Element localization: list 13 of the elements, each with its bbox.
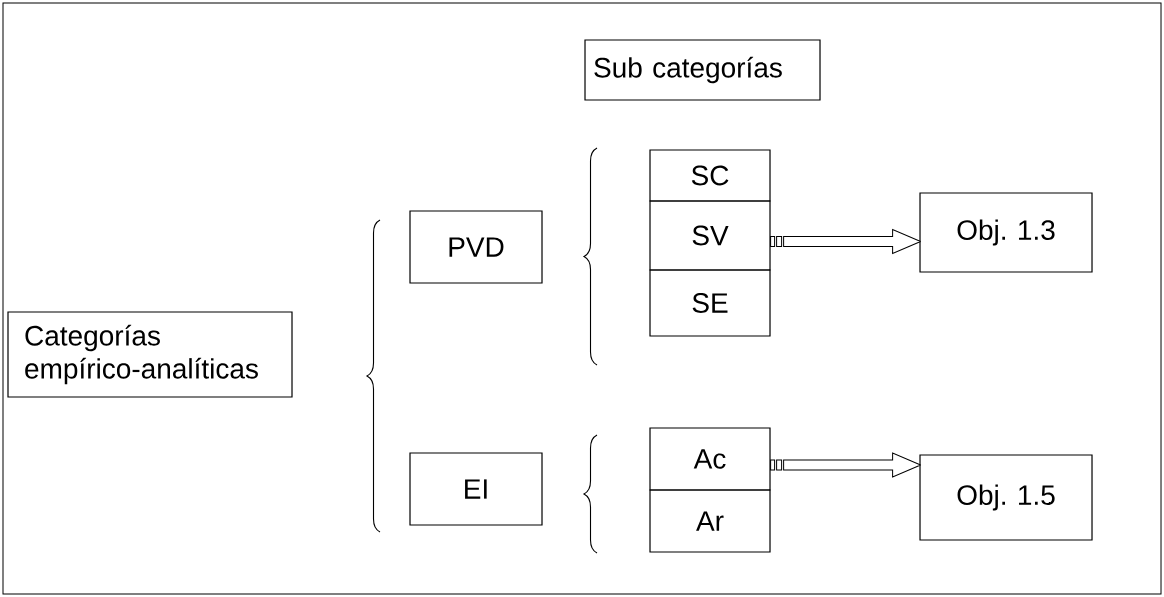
- label-box: Ar: [649, 489, 771, 553]
- label-box: PVD: [409, 210, 543, 284]
- block-arrow: [770, 229, 922, 254]
- label-box: Ac: [649, 427, 771, 491]
- label-box: SE: [649, 269, 771, 337]
- objective-box: Obj. 1.3: [919, 192, 1093, 273]
- objective-box: Obj. 1.5: [919, 454, 1093, 541]
- label-box: EI: [409, 452, 543, 526]
- label-box: SV: [649, 200, 771, 271]
- heading-box: Sub categorías: [584, 39, 821, 101]
- block-arrow: [770, 452, 922, 478]
- category-box: Categorías empírico-analíticas: [7, 311, 293, 398]
- label-box: SC: [649, 149, 771, 202]
